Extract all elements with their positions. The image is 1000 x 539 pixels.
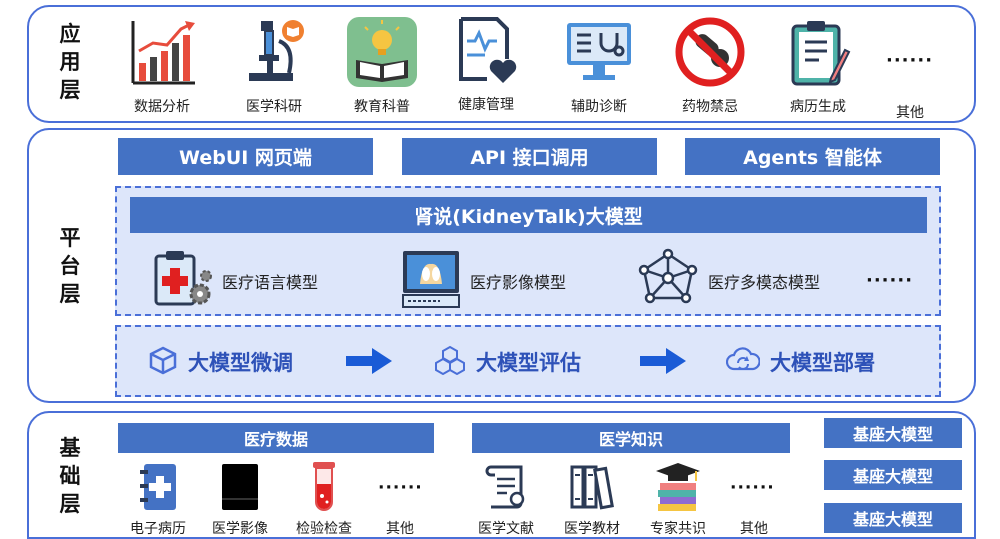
knowledge-item-other-label: 其他 (740, 521, 768, 537)
app-item-label: 数据分析 (134, 99, 190, 115)
arrow-right-icon (346, 348, 392, 374)
cloud-sync-icon (725, 345, 761, 379)
model-title: 肾说(KidneyTalk)大模型 (130, 197, 927, 233)
test-tube-icon (284, 458, 364, 516)
model-item-imaging: 医疗影像模型 (400, 248, 566, 314)
microscope-icon (224, 12, 324, 92)
monitor-stethoscope-icon (549, 12, 649, 92)
app-more-dots: ······ (886, 50, 934, 71)
cubes-icon (434, 345, 466, 379)
app-item-label: 辅助诊断 (571, 99, 627, 115)
app-item-label: 健康管理 (458, 97, 514, 113)
medical-record-icon (118, 458, 198, 516)
app-item-label: 病历生成 (790, 99, 846, 115)
clipboard-pen-icon (768, 12, 868, 92)
webui-interface-button[interactable]: WebUI 网页端 (118, 138, 373, 175)
step-evaluation: 大模型评估 (434, 345, 581, 379)
data-item-label: 医学影像 (212, 521, 268, 537)
knowledge-item-label: 医学文献 (478, 521, 534, 537)
model-item-label: 医疗影像模型 (470, 273, 567, 292)
app-item-label: 药物禁忌 (682, 99, 738, 115)
foundation-model-2: 基座大模型 (824, 460, 962, 490)
knowledge-item-label: 专家共识 (650, 521, 706, 537)
api-interface-button[interactable]: API 接口调用 (402, 138, 657, 175)
base-layer-label: 基础层 (59, 436, 81, 516)
step-fine-tuning: 大模型微调 (148, 345, 293, 379)
data-item-label: 检验检查 (296, 521, 352, 537)
books-icon (552, 458, 632, 516)
model-item-label: 医疗语言模型 (222, 273, 319, 292)
knowledge-item-literature: 医学文献 (466, 458, 546, 538)
app-item-diagnosis: 辅助诊断 (549, 12, 649, 116)
model-item-label: 医疗多模态模型 (708, 273, 821, 292)
medical-data-title: 医疗数据 (118, 423, 434, 453)
step-label: 大模型部署 (770, 351, 875, 375)
app-item-education: 教育科普 (332, 12, 432, 116)
book-lightbulb-icon (332, 12, 432, 92)
step-deployment: 大模型部署 (725, 345, 875, 379)
model-item-language: 医疗语言模型 (152, 248, 318, 314)
knowledge-more-dots: ······ (730, 478, 775, 498)
data-item-label: 电子病历 (130, 521, 186, 537)
data-item-emr: 电子病历 (118, 458, 198, 538)
network-icon (636, 248, 700, 314)
clipboard-gear-icon (152, 248, 214, 314)
bar-chart-icon (112, 12, 212, 92)
health-document-icon (436, 10, 536, 90)
data-item-other-label: 其他 (386, 521, 414, 537)
data-more-dots: ······ (378, 478, 423, 498)
knowledge-item-textbooks: 医学教材 (552, 458, 632, 538)
step-label: 大模型微调 (188, 351, 293, 375)
app-item-label: 教育科普 (354, 99, 410, 115)
app-item-data-analysis: 数据分析 (112, 12, 212, 116)
model-item-multimodal: 医疗多模态模型 (636, 248, 820, 314)
cube-icon (148, 345, 178, 379)
knowledge-item-label: 医学教材 (564, 521, 620, 537)
no-pills-icon (660, 12, 760, 92)
app-item-record-generation: 病历生成 (768, 12, 868, 116)
knowledge-item-consensus: 专家共识 (638, 458, 718, 538)
foundation-model-3: 基座大模型 (824, 503, 962, 533)
agents-interface-button[interactable]: Agents 智能体 (685, 138, 940, 175)
app-item-medical-research: 医学科研 (224, 12, 324, 116)
data-item-lab-test: 检验检查 (284, 458, 364, 538)
platform-layer-label: 平台层 (59, 226, 81, 306)
application-layer-label: 应用层 (59, 22, 81, 102)
app-item-health-management: 健康管理 (436, 10, 536, 114)
medical-knowledge-title: 医学知识 (472, 423, 790, 453)
pipeline-panel (115, 325, 941, 397)
model-more-dots: ······ (866, 270, 914, 291)
data-item-imaging: 医学影像 (200, 458, 280, 538)
app-item-other-label: 其他 (896, 105, 924, 121)
step-label: 大模型评估 (476, 351, 581, 375)
black-film-icon (200, 458, 280, 516)
arrow-right-icon (640, 348, 686, 374)
graduation-books-icon (638, 458, 718, 516)
app-item-drug-contraindication: 药物禁忌 (660, 12, 760, 116)
foundation-model-1: 基座大模型 (824, 418, 962, 448)
scroll-icon (466, 458, 546, 516)
app-item-label: 医学科研 (246, 99, 302, 115)
xray-monitor-icon (400, 248, 462, 314)
